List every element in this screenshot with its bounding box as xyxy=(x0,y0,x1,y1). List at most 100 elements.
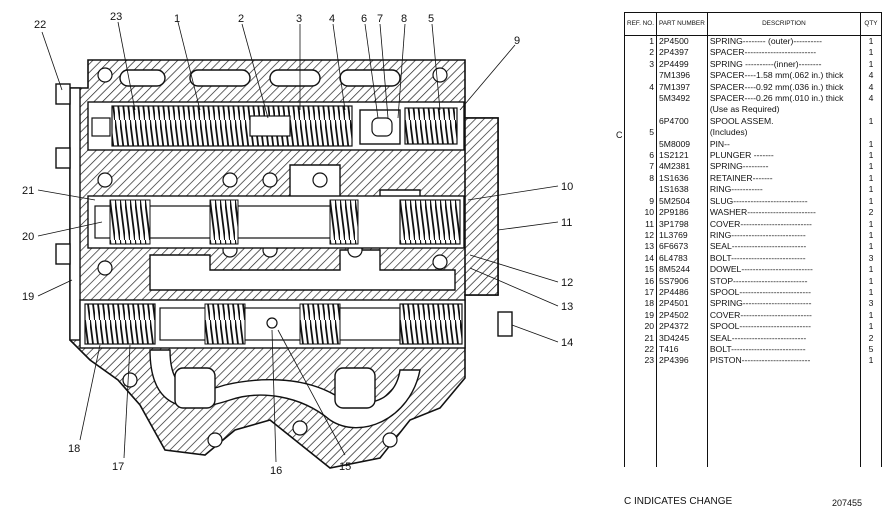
cell-ref: 4 xyxy=(624,81,657,94)
change-mark: C xyxy=(616,130,623,140)
cell-part: 5M2504 xyxy=(656,195,708,208)
cell-ref: 14 xyxy=(624,252,657,265)
cell-desc: PIN-- xyxy=(707,138,862,151)
parts-list: C REF. NO. PART NUMBER DESCRIPTION QTY 1… xyxy=(616,12,882,490)
callout-3: 3 xyxy=(296,13,302,25)
cell-qty: 4 xyxy=(860,81,882,94)
callout-21: 21 xyxy=(22,185,34,197)
middle-bore xyxy=(87,195,465,249)
bottom-bore xyxy=(79,299,466,349)
cell-qty: 1 xyxy=(860,264,882,276)
cell-part: 1S2121 xyxy=(656,150,708,162)
cell-qty: 3 xyxy=(860,298,882,310)
table-row: (Use as Required) xyxy=(624,104,882,116)
cell-part xyxy=(656,104,708,116)
cell-qty: 1 xyxy=(860,229,882,242)
cell-part: 2P4396 xyxy=(656,355,708,367)
cell-part: 5M8009 xyxy=(656,138,708,151)
cell-qty: 1 xyxy=(860,184,882,196)
callout-8: 8 xyxy=(401,13,407,25)
cell-ref xyxy=(624,138,657,151)
header-ref: REF. NO. xyxy=(624,12,657,36)
cell-qty: 1 xyxy=(860,241,882,253)
cell-qty: 1 xyxy=(860,172,882,185)
cell-ref: 7 xyxy=(624,161,657,173)
callout-numbers: 1 2 3 4 5 6 7 8 9 10 11 12 13 14 15 16 1… xyxy=(22,11,573,477)
cell-part: 8M5244 xyxy=(656,264,708,276)
callout-18: 18 xyxy=(68,443,80,455)
cell-desc: RING----------- xyxy=(707,184,862,196)
cell-part: 7M1397 xyxy=(656,81,708,94)
table-blank-row xyxy=(624,366,882,467)
callout-7: 7 xyxy=(377,13,383,25)
callout-6: 6 xyxy=(361,13,367,25)
cell-ref xyxy=(624,115,657,128)
cell-desc: SPOOL ASSEM. xyxy=(707,115,862,128)
cell-ref: 2 xyxy=(624,47,657,59)
cell-desc: SEAL-------------------------- xyxy=(707,332,862,344)
cell-desc: SPACER----0.92 mm(.036 in.) thick xyxy=(707,81,862,94)
callout-20: 20 xyxy=(22,231,34,243)
cell-desc: SPRING--------- xyxy=(707,161,862,173)
callout-9: 9 xyxy=(514,35,520,47)
callout-22: 22 xyxy=(34,19,46,31)
cell-qty: 1 xyxy=(860,115,882,128)
cell-desc: BOLT-------------------------- xyxy=(707,252,862,265)
table-row: 5 (Includes) xyxy=(624,127,882,139)
cell-qty: 1 xyxy=(860,321,882,333)
valve-body xyxy=(69,59,499,469)
cell-ref: 15 xyxy=(624,264,657,276)
cell-desc: (Includes) xyxy=(707,127,862,139)
cell-part: 5S7906 xyxy=(656,275,708,287)
cell-qty: 1 xyxy=(860,35,882,48)
cell-desc: SPRING ----------(inner)-------- xyxy=(707,58,862,71)
cell-ref xyxy=(624,70,657,82)
cell-part: 2P4372 xyxy=(656,321,708,333)
callout-10: 10 xyxy=(561,181,573,193)
cell-qty: 1 xyxy=(860,58,882,71)
cell-desc: DOWEL------------------------- xyxy=(707,264,862,276)
change-note: C INDICATES CHANGE xyxy=(624,496,733,507)
cell-qty xyxy=(860,104,882,116)
header-desc: DESCRIPTION xyxy=(707,12,862,36)
cell-desc: WASHER------------------------ xyxy=(707,207,862,219)
cell-desc: SPRING------------------------ xyxy=(707,298,862,310)
cell-ref: 5 xyxy=(624,127,657,139)
cell-part: 2P4500 xyxy=(656,35,708,48)
cell-part: 2P4502 xyxy=(656,309,708,322)
cell-ref: 18 xyxy=(624,298,657,310)
cell-ref: 6 xyxy=(624,150,657,162)
cell-desc: SPRING-------- (outer)---------- xyxy=(707,35,862,48)
cell-desc: BOLT-------------------------- xyxy=(707,343,862,356)
cell-ref: 12 xyxy=(624,229,657,242)
cell-part: 4M2381 xyxy=(656,161,708,173)
callout-15: 15 xyxy=(339,461,351,473)
cell-part: 2P9186 xyxy=(656,207,708,219)
cell-ref: 9 xyxy=(624,195,657,208)
cell-desc: SPACER----1.58 mm(.062 in.) thick xyxy=(707,70,862,82)
cell-ref: 11 xyxy=(624,218,657,230)
callout-19: 19 xyxy=(22,291,34,303)
callout-5: 5 xyxy=(428,13,434,25)
bolt-heads xyxy=(55,83,513,337)
cell-part: 2P4397 xyxy=(656,47,708,59)
cell-desc: PLUNGER ------- xyxy=(707,150,862,162)
cell-qty: 1 xyxy=(860,161,882,173)
